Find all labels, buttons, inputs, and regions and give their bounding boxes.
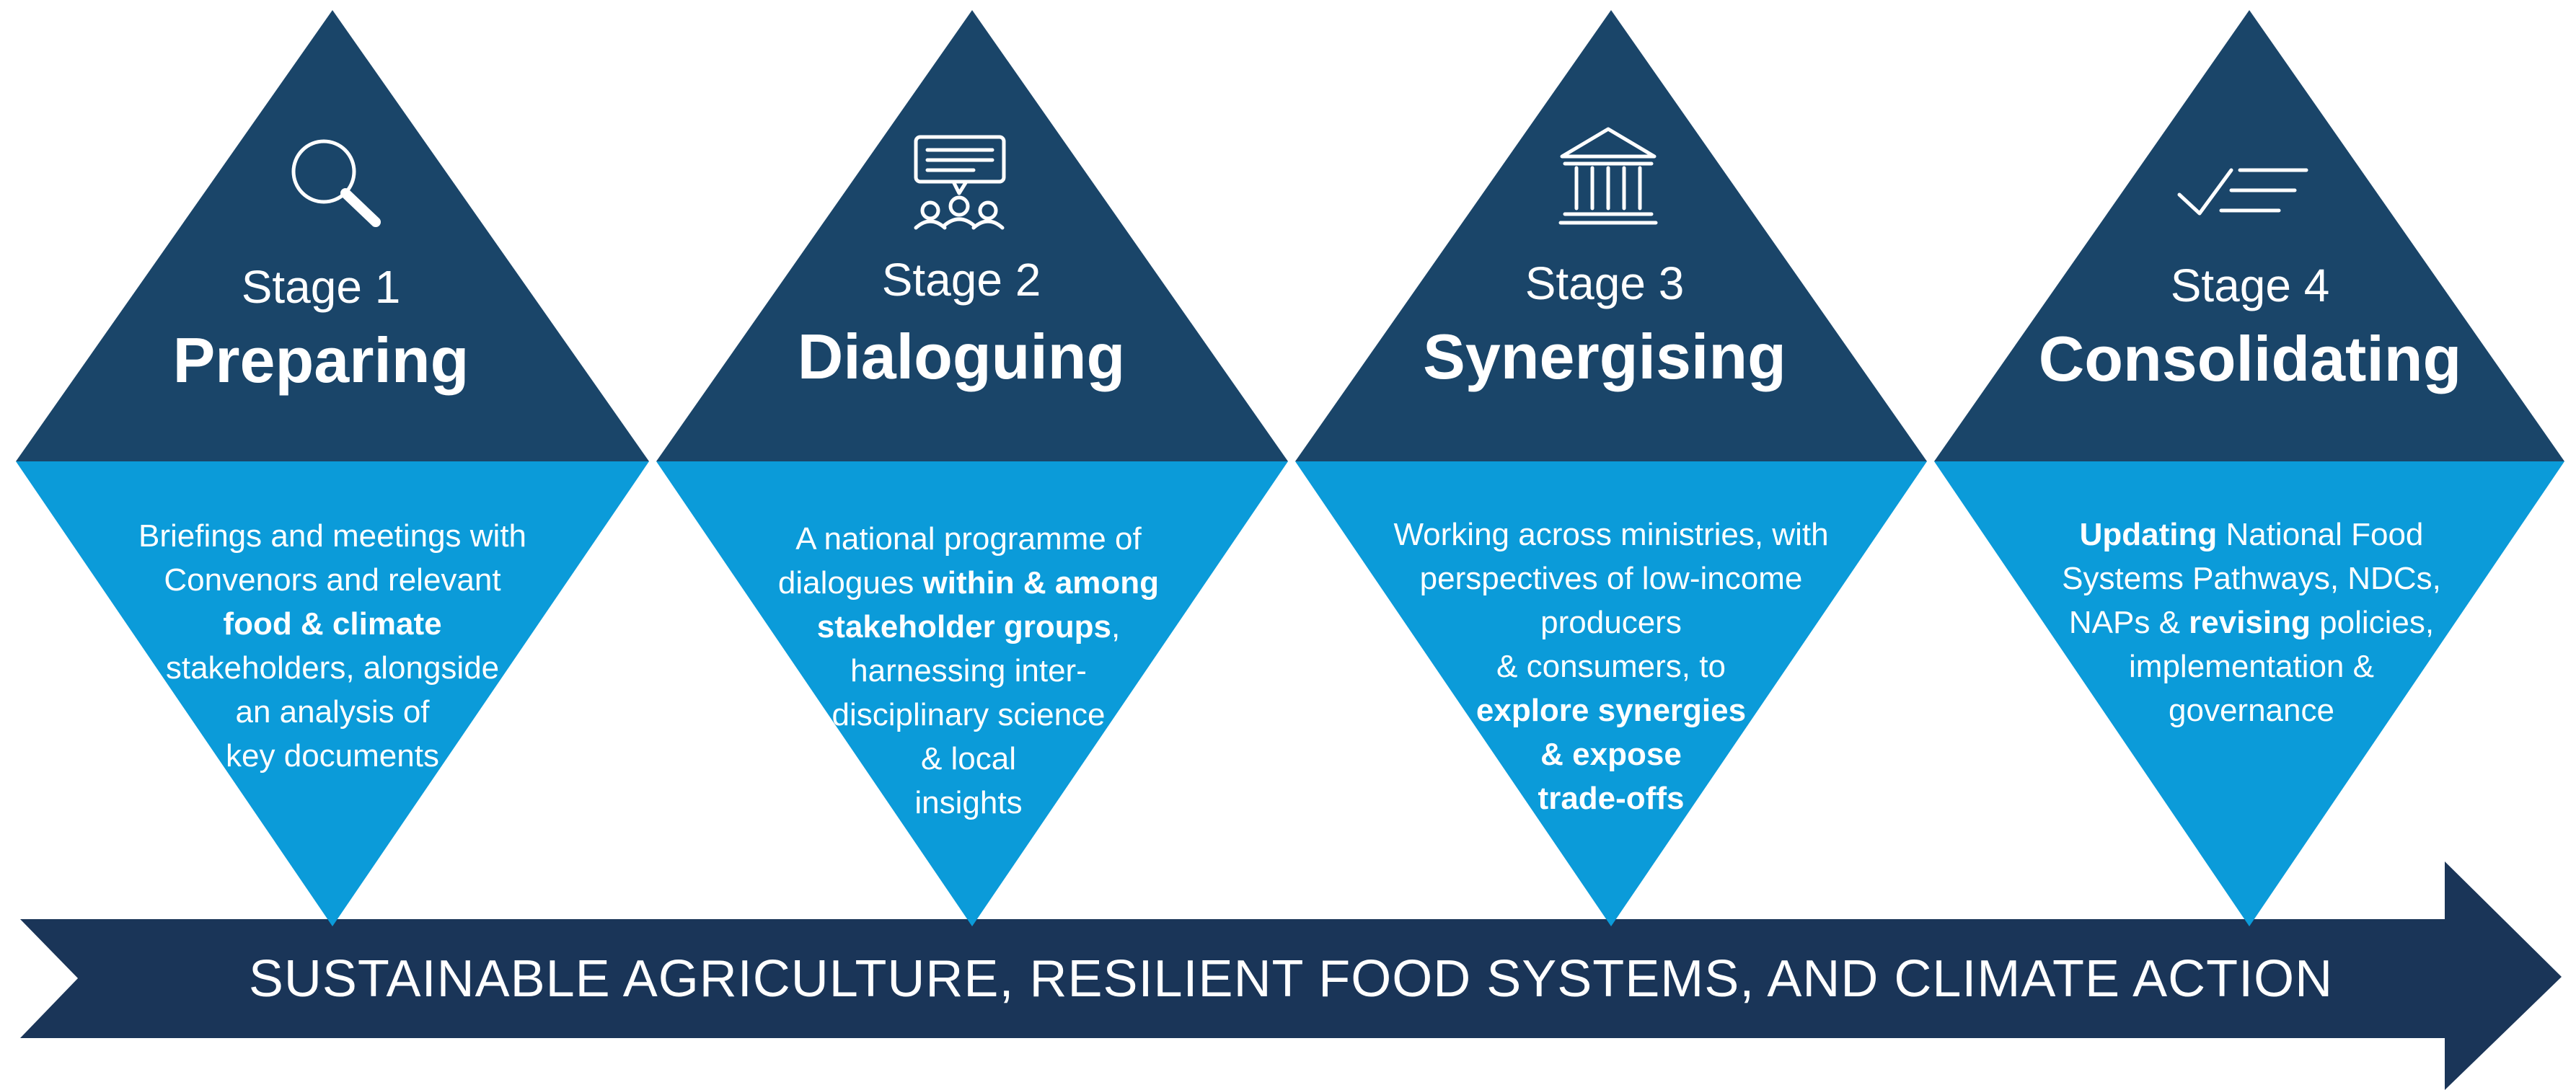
dialogue-group-icon (914, 135, 1006, 230)
stage-2-description-panel (656, 461, 1288, 926)
description-text-run: producers (1540, 605, 1682, 640)
description-text-run: key documents (226, 738, 439, 774)
description-text-run: Briefings and meetings with (138, 518, 526, 554)
description-text-run: implementation & (2129, 649, 2374, 684)
description-text-run: within & among (922, 565, 1160, 601)
description-text-run: harnessing inter- (850, 653, 1087, 688)
stage-2-label: Stage 2 (882, 254, 1041, 306)
stage-1-description-panel (16, 461, 649, 926)
stage-1: Stage 1 Preparing Briefings and meetings… (16, 10, 649, 926)
stage-3-title: Synergising (1423, 321, 1786, 392)
description-text-run: stakeholder groups (817, 609, 1111, 644)
description-text-run: dialogues (778, 565, 923, 601)
process-arrow-banner (20, 861, 2562, 1090)
stage-1-title: Preparing (173, 324, 469, 396)
stage-4: Stage 4 Consolidating Updating National … (1934, 10, 2564, 926)
description-text-run: policies, (2311, 605, 2434, 640)
banner-text: SUSTAINABLE AGRICULTURE, RESILIENT FOOD … (249, 950, 2333, 1008)
stage-1-header-panel (16, 10, 649, 461)
description-text-run: , (1111, 609, 1120, 644)
description-text-run: & expose (1540, 737, 1682, 772)
stage-4-description-panel (1934, 461, 2564, 926)
description-text-run: trade-offs (1538, 781, 1685, 816)
description-text-run: explore synergies (1476, 693, 1746, 728)
description-text-run: A national programme of (795, 521, 1142, 557)
description-text-run: Updating (2080, 517, 2218, 552)
stage-2-header-panel (656, 10, 1288, 461)
stage-4-title: Consolidating (2039, 323, 2462, 394)
description-text-run: Systems Pathways, NDCs, (2062, 561, 2441, 596)
description-text-run: Working across ministries, with (1393, 517, 1828, 552)
government-building-icon (1558, 127, 1658, 225)
description-text-run: revising (2189, 605, 2311, 640)
description-text-run: & local (921, 741, 1016, 776)
stage-3-description: Working across ministries, with perspecti… (1393, 517, 1828, 816)
description-text-run: stakeholders, alongside (166, 650, 499, 686)
stage-3: Stage 3 Synergising Working across minis… (1295, 10, 1927, 926)
checklist-icon (2177, 168, 2308, 216)
stage-2-description: A national programme of dialogues within … (778, 521, 1159, 820)
description-text-run: governance (2169, 693, 2334, 728)
stage-4-label: Stage 4 (2171, 260, 2330, 311)
stage-2-title: Dialoguing (798, 321, 1126, 392)
stage-2: Stage 2 Dialoguing A national programme … (656, 10, 1288, 926)
stage-4-header-panel (1934, 10, 2564, 461)
description-text-run: perspectives of low-income (1420, 561, 1803, 596)
magnifier-icon (291, 139, 381, 227)
description-text-run: NAPs & (2069, 605, 2189, 640)
stage-3-description-panel (1295, 461, 1927, 926)
description-text-run: food & climate (223, 606, 441, 642)
stage-3-header-panel (1295, 10, 1927, 461)
description-text-run: disciplinary science (832, 697, 1105, 732)
description-text-run: insights (914, 785, 1022, 820)
description-text-run: an analysis of (235, 694, 430, 730)
stage-3-label: Stage 3 (1525, 257, 1685, 309)
description-text-run: National Food (2217, 517, 2423, 552)
description-text-run: Convenors and relevant (164, 562, 500, 598)
description-text-run: & consumers, to (1496, 649, 1726, 684)
stage-1-label: Stage 1 (242, 261, 401, 313)
